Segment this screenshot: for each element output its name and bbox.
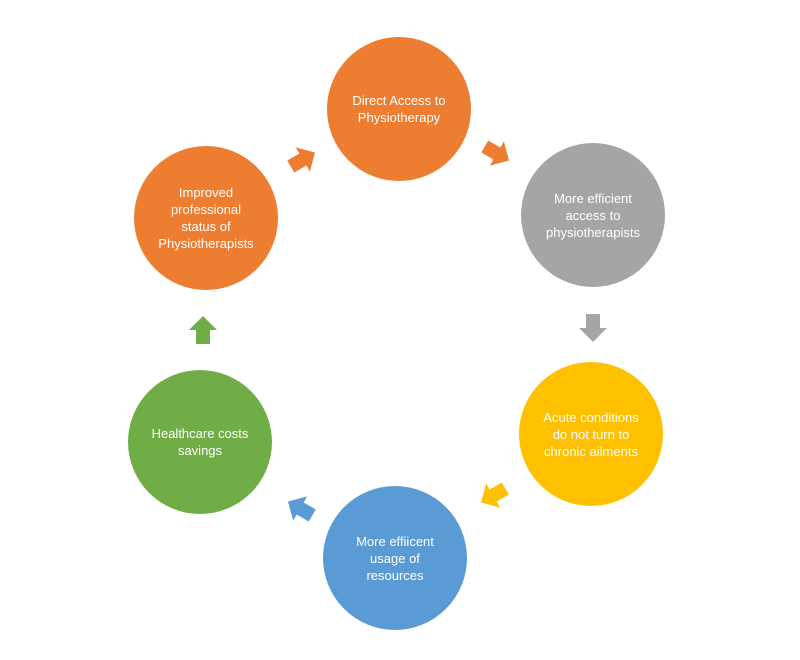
arrow-shape <box>287 147 315 173</box>
node-label: Acute conditions do not turn to chronic … <box>543 409 639 459</box>
arrow-usage-to-savings <box>288 496 316 522</box>
node-acute-conditions: Acute conditions do not turn to chronic … <box>519 362 663 506</box>
arrow-shape <box>481 140 509 166</box>
arrow-status-to-direct <box>287 147 315 173</box>
node-label: Improved professional status of Physioth… <box>158 185 254 251</box>
node-label: Healthcare costs savings <box>151 426 249 458</box>
arrow-shape <box>579 314 607 342</box>
arrow-savings-to-status <box>189 316 217 344</box>
node-label: Direct Access to Physiotherapy <box>352 93 446 125</box>
node-efficient-usage: More effiicent usage of resources <box>323 486 467 630</box>
node-efficient-access: More efficient access to physiotherapist… <box>521 143 665 287</box>
node-direct-access: Direct Access to Physiotherapy <box>327 37 471 181</box>
arrow-direct-to-efficient <box>481 140 509 166</box>
node-label: More effiicent usage of resources <box>356 533 434 583</box>
arrow-shape <box>288 496 316 522</box>
node-healthcare-savings: Healthcare costs savings <box>128 370 272 514</box>
node-professional-status: Improved professional status of Physioth… <box>134 146 278 290</box>
arrow-efficient-to-acute <box>579 314 607 342</box>
arrow-shape <box>189 316 217 344</box>
arrow-shape <box>481 482 509 508</box>
node-label: More efficient access to physiotherapist… <box>546 190 640 240</box>
arrow-acute-to-usage <box>481 482 509 508</box>
